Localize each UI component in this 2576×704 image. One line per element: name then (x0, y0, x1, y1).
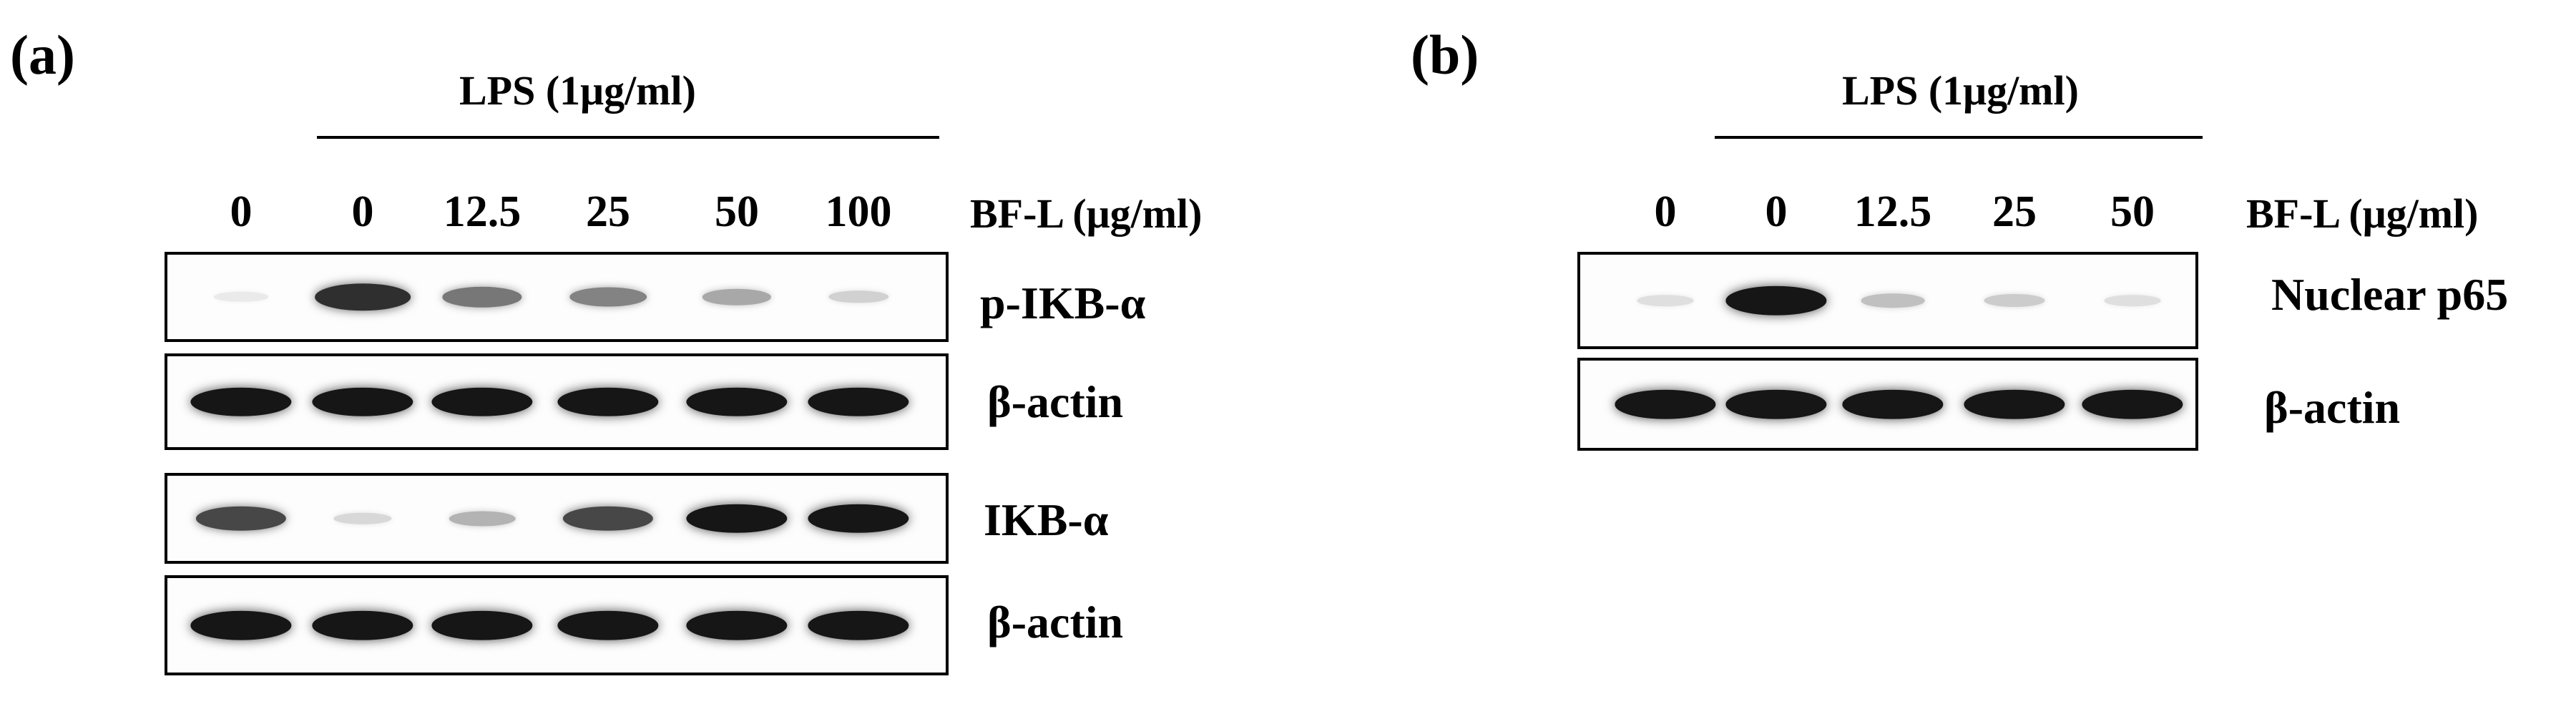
blot-band (2104, 295, 2161, 306)
blot-band (828, 290, 888, 303)
panel-b-dose-axis-label: BF-L (μg/ml) (2246, 190, 2479, 237)
panel-a-lps-label: LPS (1μg/ml) (459, 67, 696, 114)
blot-band (562, 506, 654, 531)
panel-a-lane-label: 12.5 (443, 187, 521, 236)
blot-label: Nuclear p65 (2271, 269, 2509, 320)
panel-b-lps-bracket (1715, 136, 2203, 139)
panel-a-lane-label: 25 (586, 187, 630, 236)
blot-band (195, 506, 287, 531)
blot-label: β-actin (987, 597, 1124, 647)
blot-band (312, 610, 413, 640)
blot-band (431, 387, 533, 416)
panel-b-lps-label: LPS (1μg/ml) (1842, 67, 2079, 114)
blot-label: β-actin (987, 376, 1124, 427)
panel-a-lane-label: 50 (715, 187, 759, 236)
blot-band (1984, 294, 2045, 307)
blot-beta-actin (165, 353, 949, 450)
blot-band (190, 610, 292, 640)
panel-b-lane-label: 50 (2110, 187, 2155, 236)
blot-band (808, 504, 909, 533)
blot-beta-actin (165, 575, 949, 675)
blot-band (1861, 293, 1925, 308)
blot-band (315, 283, 411, 311)
panel-a-lane-label: 100 (825, 187, 892, 236)
blot-band (190, 387, 292, 416)
blot-band (214, 291, 268, 303)
blot-label: β-actin (2264, 382, 2401, 433)
blot-band (2082, 389, 2183, 419)
panel-a-lane-label: 0 (351, 187, 374, 236)
panel-b-lane-label: 0 (1765, 187, 1788, 236)
blot-band (557, 610, 659, 640)
panel-b-lane-label: 0 (1654, 187, 1677, 236)
blot-band (333, 512, 392, 524)
panel-a-label: (a) (10, 24, 75, 86)
panel-b-label: (b) (1411, 24, 1479, 86)
blot-band (312, 387, 413, 416)
blot-band (431, 610, 533, 640)
blot-band (1725, 389, 1827, 419)
blot-ikb-alpha (165, 473, 949, 564)
blot-band (449, 511, 516, 526)
panel-a-lane-label: 0 (230, 187, 253, 236)
blot-band (686, 610, 788, 640)
blot-band (686, 387, 788, 416)
blot-band (1725, 285, 1827, 316)
blot-band (1842, 389, 1944, 419)
panel-b-lane-label: 12.5 (1853, 187, 1932, 236)
panel-a-dose-axis-label: BF-L (μg/ml) (970, 190, 1203, 237)
blot-band (808, 610, 909, 640)
blot-band (808, 387, 909, 416)
blot-nuclear-p65 (1577, 252, 2198, 349)
panel-a-lps-bracket (317, 136, 939, 139)
blot-band (1615, 389, 1716, 419)
panel-b-lane-label: 25 (1992, 187, 2037, 236)
blot-label: IKB-α (984, 494, 1109, 545)
blot-band (569, 287, 647, 307)
blot-band (686, 504, 788, 533)
blot-band (702, 288, 772, 305)
blot-band (1964, 389, 2065, 419)
blot-beta-actin (1577, 358, 2198, 451)
blot-p-ikb-alpha (165, 252, 949, 342)
blot-band (442, 286, 522, 308)
blot-band (1637, 295, 1694, 306)
blot-band (557, 387, 659, 416)
blot-label: p-IKB-α (980, 278, 1146, 328)
